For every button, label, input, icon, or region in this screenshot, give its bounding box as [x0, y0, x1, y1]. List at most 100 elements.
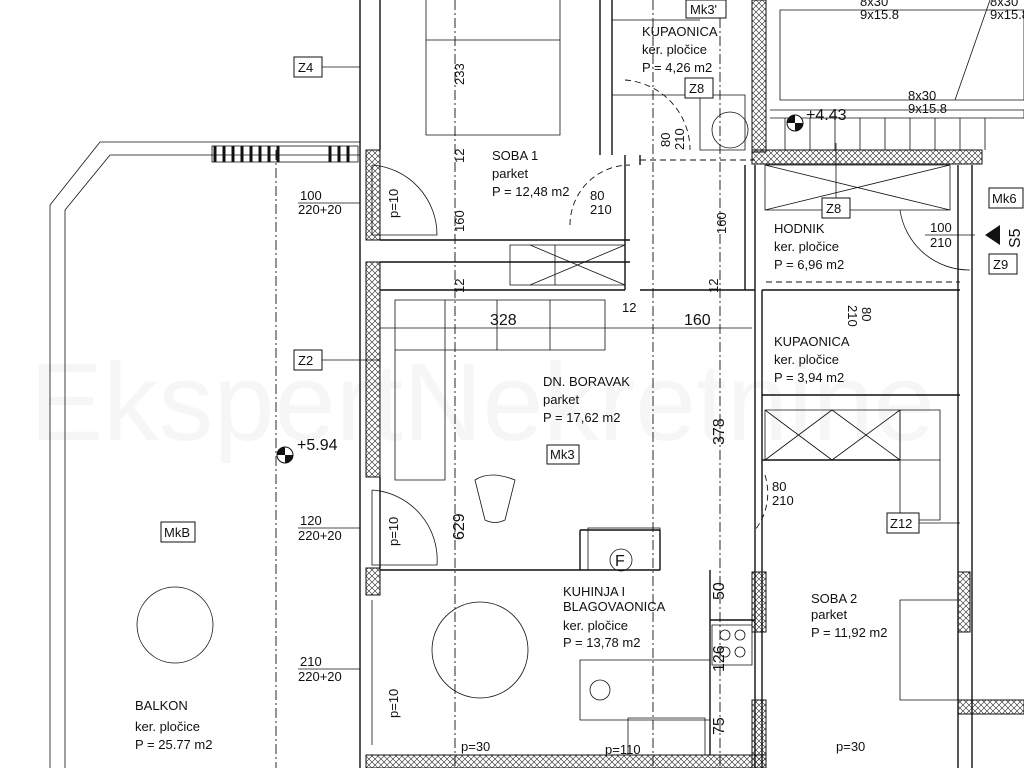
- stair-labels: 8x30 9x15.8 8x30 9x15.8 8x30 9x15.8: [860, 0, 1024, 116]
- tags: Z4 Mk3' Z8 Z8 Mk6 Z9 Z2 Mk3 MkB Z12: [160, 0, 1024, 543]
- plan-text: 9x15.8: [990, 7, 1024, 22]
- plan-text: P = 25.77 m2: [135, 737, 212, 752]
- plan-text: p=110: [605, 742, 641, 757]
- walls: [365, 0, 1024, 768]
- plan-text: 210: [930, 235, 952, 250]
- plan-text: SOBA 1: [492, 148, 538, 163]
- plan-text: 220+20: [298, 202, 342, 217]
- plan-text: 100: [930, 220, 952, 235]
- plan-text: 80: [658, 133, 673, 147]
- plan-text: 9x15.8: [908, 101, 947, 116]
- plan-text: 80: [859, 307, 874, 321]
- plan-text: p=10: [386, 189, 401, 218]
- plan-text: parket: [492, 166, 529, 181]
- room-label-dnevni-boravak: DN. BORAVAK parket P = 17,62 m2: [543, 374, 630, 425]
- tag-mkb: MkB: [164, 525, 190, 540]
- plan-text: ker. pločice: [774, 239, 839, 254]
- tag-mk3p: Mk3': [690, 2, 717, 17]
- plan-text: BLAGOVAONICA: [563, 599, 666, 614]
- plan-text: p=30: [461, 739, 490, 754]
- plan-text: 8x30: [908, 88, 936, 103]
- furniture: [136, 111, 749, 701]
- plan-text: KUHINJA I: [563, 584, 625, 599]
- elevation-marker: +5.94: [276, 437, 338, 464]
- balcony-railing: [211, 145, 359, 163]
- plan-text: ker. pločice: [563, 618, 628, 633]
- plan-text: parket: [811, 607, 848, 622]
- plan-text: 80: [590, 188, 604, 203]
- plan-text: 328: [490, 312, 517, 329]
- fireplace: F: [587, 527, 661, 572]
- plan-text: P = 12,48 m2: [492, 184, 569, 199]
- plan-text: 210: [672, 128, 687, 150]
- plan-text: 12: [706, 279, 721, 293]
- plan-text: 233: [452, 63, 467, 85]
- plan-text: P = 3,94 m2: [774, 370, 844, 385]
- plan-text: 12: [452, 279, 467, 293]
- plan-text: P = 11,92 m2: [811, 625, 888, 640]
- plan-text: parket: [543, 392, 580, 407]
- plan-text: 80: [772, 479, 786, 494]
- parapet-labels: p=10 p=10 p=10 p=30 p=110 p=30: [386, 189, 865, 757]
- section-mark: S5: [985, 225, 1024, 248]
- plan-text: 160: [684, 312, 711, 329]
- plan-text: 378: [711, 418, 728, 445]
- room-label-hodnik: HODNIK ker. pločice P = 6,96 m2: [774, 221, 844, 272]
- tag-z8: Z8: [689, 81, 704, 96]
- room-label-soba-1: SOBA 1 parket P = 12,48 m2: [492, 148, 569, 199]
- room-label-kupaonica-1: KUPAONICA ker. pločice P = 4,26 m2: [642, 24, 718, 75]
- plan-text: 9x15.8: [860, 7, 899, 22]
- dimension-labels: 233 12 160 160 12 12 12 328 160 378 629 …: [380, 63, 752, 735]
- plan-text: 50: [711, 582, 728, 600]
- plan-text: p=10: [386, 517, 401, 546]
- tag-z8: Z8: [826, 201, 841, 216]
- plan-text: P = 17,62 m2: [543, 410, 620, 425]
- plan-text: 160: [714, 212, 729, 234]
- plan-text: +5.94: [297, 437, 338, 454]
- plan-text: 160: [452, 210, 467, 232]
- room-label-kupaonica-2: KUPAONICA ker. pločice P = 3,94 m2: [774, 334, 850, 385]
- tag-z4: Z4: [298, 60, 313, 75]
- tag-z9: Z9: [993, 257, 1008, 272]
- plan-text: 126: [711, 645, 728, 672]
- plan-text: 12: [452, 149, 467, 163]
- plan-text: BALKON: [135, 698, 188, 713]
- opening-labels: 100 220+20 120 220+20 210 220+20 80 210 …: [298, 128, 975, 684]
- elevation-marker: +4.43: [786, 107, 847, 132]
- plan-text: ker. pločice: [135, 719, 200, 734]
- plan-text: 8x30: [860, 0, 888, 9]
- plan-text: 220+20: [298, 528, 342, 543]
- plan-text: p=10: [386, 689, 401, 718]
- plan-text: KUPAONICA: [642, 24, 718, 39]
- plan-text: p=30: [836, 739, 865, 754]
- plan-text: DN. BORAVAK: [543, 374, 630, 389]
- room-label-soba-2: SOBA 2 parket P = 11,92 m2: [811, 591, 888, 640]
- plan-text: S5: [1007, 228, 1024, 248]
- plan-text: 220+20: [298, 669, 342, 684]
- fireplace-symbol: F: [615, 553, 625, 570]
- wall-lines: [49, 0, 1024, 768]
- room-label-balkon: BALKON ker. pločice P = 25.77 m2: [135, 698, 212, 752]
- tag-mk6: Mk6: [992, 191, 1017, 206]
- plan-text: ker. pločice: [642, 42, 707, 57]
- plan-text: 210: [845, 305, 860, 327]
- tag-z12: Z12: [890, 516, 912, 531]
- plan-text: P = 6,96 m2: [774, 257, 844, 272]
- tag-mk3: Mk3: [550, 447, 575, 462]
- plan-text: 210: [590, 202, 612, 217]
- plan-text: 629: [451, 513, 468, 540]
- axis-lines: [275, 0, 960, 768]
- tag-z2: Z2: [298, 353, 313, 368]
- plan-text: 210: [300, 654, 322, 669]
- plan-text: HODNIK: [774, 221, 825, 236]
- plan-text: ker. pločice: [774, 352, 839, 367]
- plan-text: 8x30: [990, 0, 1018, 9]
- plan-text: 210: [772, 493, 794, 508]
- plan-text: KUPAONICA: [774, 334, 850, 349]
- plan-text: +4.43: [806, 107, 847, 124]
- plan-text: P = 13,78 m2: [563, 635, 640, 650]
- plan-text: 12: [622, 300, 636, 315]
- plan-text: 100: [300, 188, 322, 203]
- plan-text: P = 4,26 m2: [642, 60, 712, 75]
- room-label-kuhinja: KUHINJA I BLAGOVAONICA ker. pločice P = …: [563, 584, 666, 650]
